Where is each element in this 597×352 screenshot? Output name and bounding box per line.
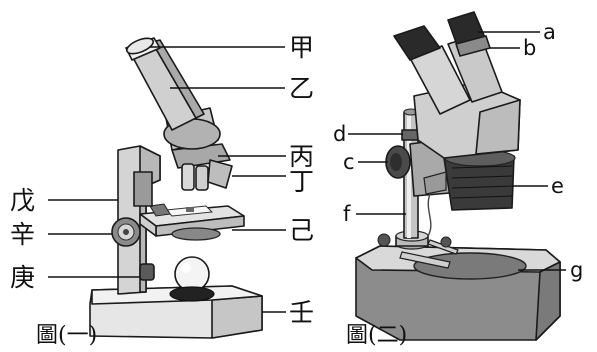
label-geng: 庚 [10, 263, 35, 292]
label-ren: 壬 [289, 298, 314, 327]
stage-plate [414, 253, 526, 279]
label-jia: 甲 [289, 33, 314, 62]
stereo-microscope-figure [356, 12, 560, 340]
label-g: g [570, 258, 583, 282]
label-c: c [343, 150, 355, 174]
label-d: d [333, 122, 346, 146]
figure1-caption: 圖(一) [36, 323, 97, 348]
label-xin: 辛 [10, 220, 35, 249]
label-e: e [551, 174, 564, 198]
figure2-caption: 圖(二) [346, 323, 407, 348]
label-a: a [543, 20, 556, 44]
label-ding: 丁 [289, 167, 314, 196]
label-f: f [343, 202, 351, 226]
fine-adjustment-knob [140, 264, 154, 280]
compound-microscope-figure [90, 35, 262, 338]
label-wu: 戊 [10, 186, 35, 215]
label-b: b [523, 36, 536, 60]
objective-lens [182, 164, 194, 190]
label-ji: 己 [289, 216, 314, 245]
mirror [175, 257, 209, 291]
label-yi: 乙 [289, 74, 314, 103]
